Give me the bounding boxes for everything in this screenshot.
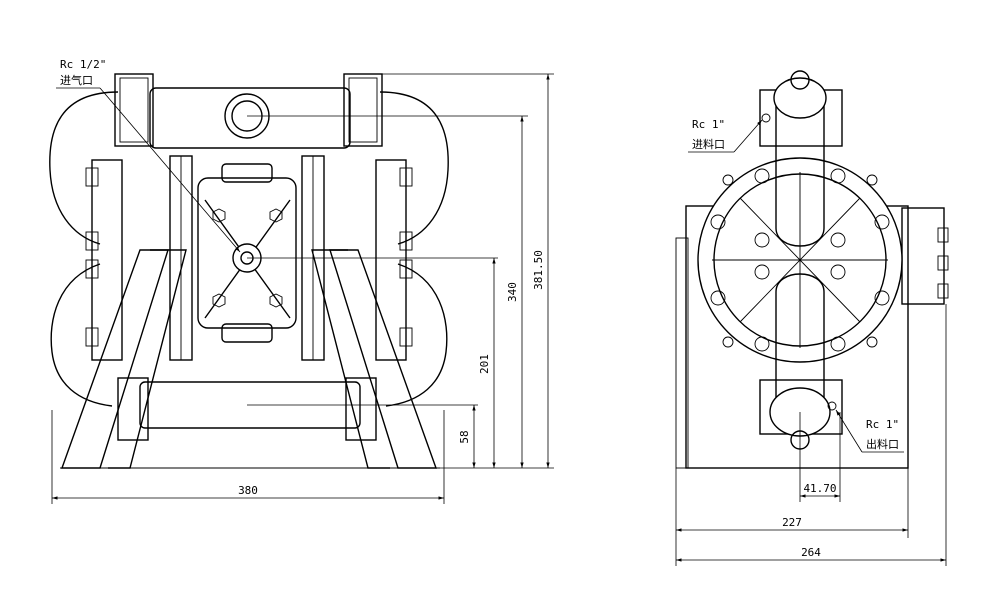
dim-overall-width: 264 — [801, 546, 821, 559]
front-view: 381.50 340 201 58 380 Rc 1/2" 进气口 — [49, 58, 554, 504]
top-manifold — [149, 87, 351, 149]
housing-bolts — [710, 168, 890, 352]
right-upper-chamber — [379, 91, 449, 245]
material-inlet-spec: Rc 1" — [692, 118, 725, 131]
center-top-block — [221, 163, 273, 183]
dim-height-total: 381.50 — [532, 250, 545, 290]
material-inlet-port — [773, 77, 827, 119]
inlet-pipe — [775, 96, 825, 228]
dim-width: 380 — [238, 484, 258, 497]
left-inner-leg — [108, 249, 187, 469]
dim-height-inlet: 340 — [506, 282, 519, 302]
top-left-flange — [114, 73, 154, 147]
top-right-flange — [343, 73, 383, 147]
air-inlet-label: 进气口 — [60, 73, 93, 87]
right-lower-chamber — [385, 263, 448, 407]
center-bottom-block — [221, 323, 273, 343]
dim-offset: 41.70 — [803, 482, 836, 495]
left-outer-leg — [61, 249, 169, 469]
side-view: Rc 1" 进料口 Rc 1" 出料口 41.70 227 264 — [675, 70, 949, 566]
left-lower-chamber — [50, 263, 113, 407]
material-outlet-label: 出料口 — [866, 437, 899, 451]
left-upper-chamber — [49, 91, 119, 245]
bottom-left-flange — [117, 377, 149, 441]
material-outlet-spec: Rc 1" — [866, 418, 899, 431]
dim-height-outlet: 58 — [458, 430, 471, 443]
dim-height-center: 201 — [478, 354, 491, 374]
air-inlet-spec: Rc 1/2" — [60, 58, 106, 71]
center-bolts — [212, 208, 283, 308]
bottom-right-flange — [345, 377, 377, 441]
dim-base-width: 227 — [782, 516, 802, 529]
center-body — [197, 177, 297, 329]
material-inlet-label: 进料口 — [692, 137, 725, 151]
